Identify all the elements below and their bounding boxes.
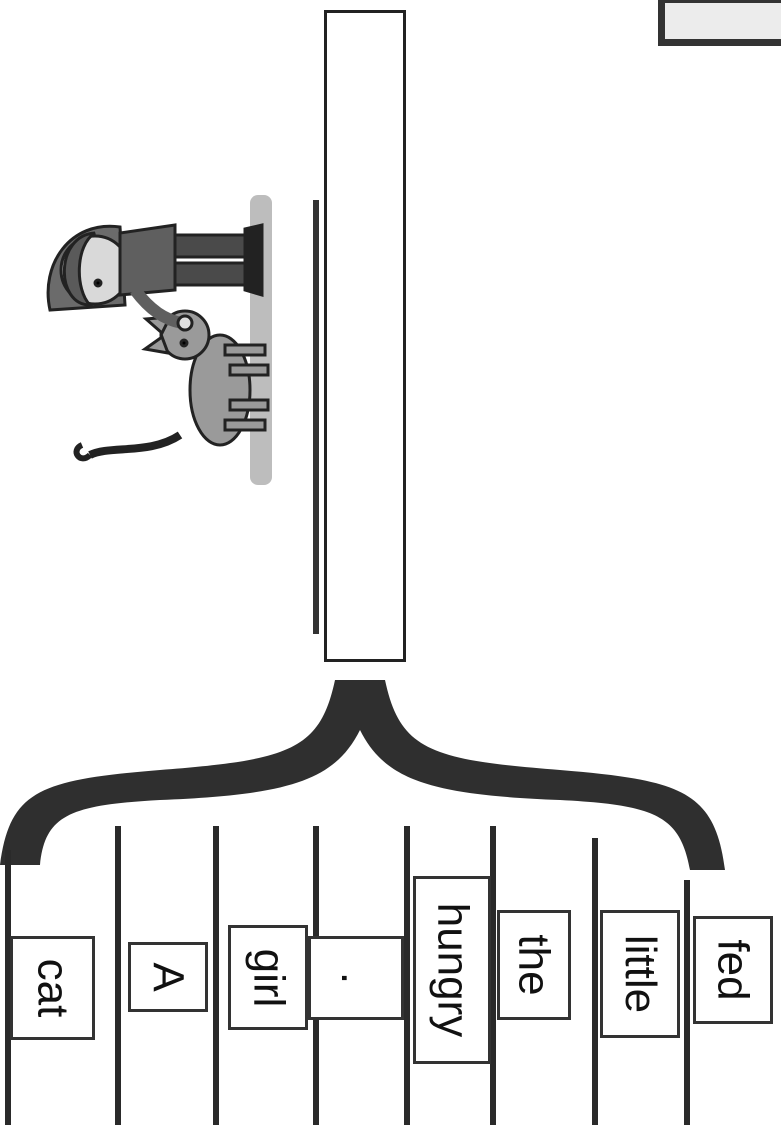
word-label: A	[143, 962, 193, 992]
word-card-cat[interactable]: cat	[10, 936, 95, 1040]
word-card-period[interactable]: .	[308, 936, 404, 1020]
word-label: cat	[28, 958, 78, 1018]
corner-label-box	[658, 0, 781, 46]
column-rule	[490, 826, 496, 1125]
writing-line	[313, 200, 319, 634]
sentence-answer-box[interactable]	[324, 10, 406, 662]
girl-petting-cat-icon	[46, 195, 272, 485]
word-label: fed	[708, 939, 758, 1001]
word-card-hungry[interactable]: hungry	[413, 876, 491, 1064]
word-card-a[interactable]: A	[128, 942, 208, 1012]
word-card-girl[interactable]: girl	[228, 925, 308, 1030]
column-rule	[684, 880, 690, 1125]
word-card-the[interactable]: the	[497, 910, 571, 1020]
word-card-little[interactable]: little	[600, 910, 680, 1038]
word-label: hungry	[428, 902, 478, 1038]
column-rule	[404, 826, 410, 1125]
column-rule	[213, 826, 219, 1125]
column-rule	[5, 850, 11, 1125]
word-label: .	[331, 971, 381, 985]
word-card-fed[interactable]: fed	[693, 916, 773, 1024]
column-rule	[115, 826, 121, 1125]
word-label: little	[616, 934, 665, 1014]
word-label: the	[509, 934, 559, 996]
column-rule	[592, 838, 598, 1125]
word-label: girl	[244, 948, 293, 1007]
curly-brace-icon	[0, 680, 725, 870]
